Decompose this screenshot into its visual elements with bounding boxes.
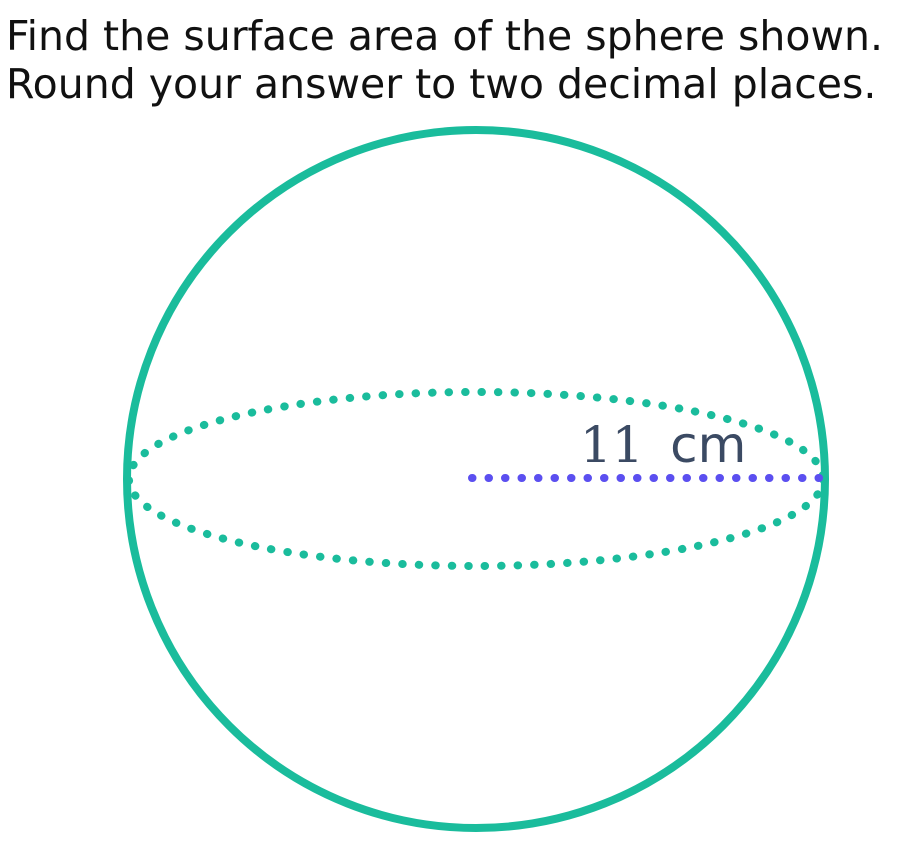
question-text: Find the surface area of the sphere show…: [6, 12, 906, 108]
question-line-2: Round your answer to two decimal places.: [6, 60, 877, 108]
equator-ellipse: [125, 388, 827, 570]
radius-value: 11: [580, 416, 644, 474]
radius-unit: cm: [670, 416, 746, 474]
question-line-1: Find the surface area of the sphere show…: [6, 12, 884, 60]
radius-label: 11 cm: [580, 416, 746, 474]
